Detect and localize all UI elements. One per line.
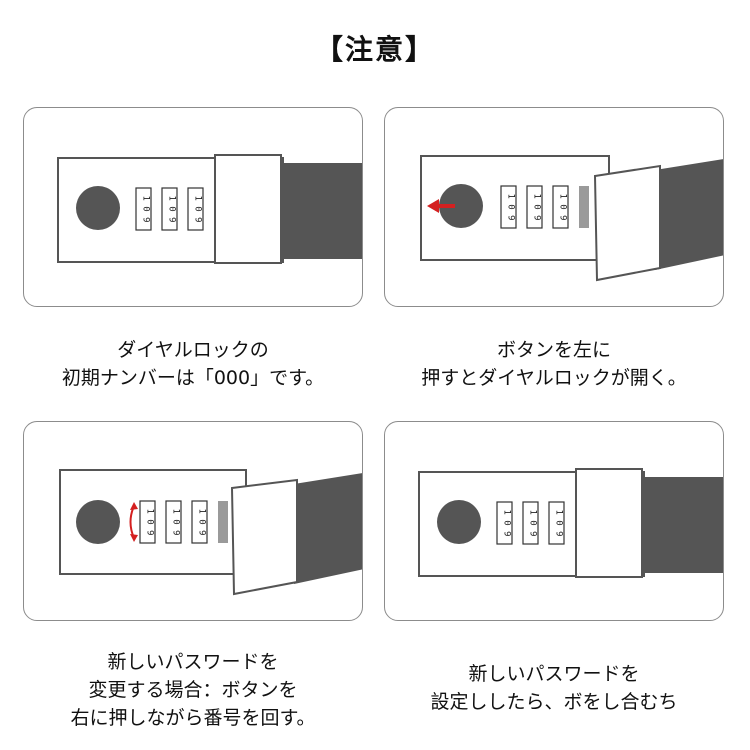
dial-2: 1 0 9 xyxy=(522,501,539,545)
release-button xyxy=(579,186,589,228)
svg-text:1 0 9: 1 0 9 xyxy=(167,195,177,222)
dial-1: 1 0 9 xyxy=(139,500,156,544)
dial-3: 1 0 9 xyxy=(552,185,569,229)
illustration-panel-closed-initial: 1 0 9 1 0 9 1 0 9 xyxy=(23,107,363,307)
svg-text:1 0 9: 1 0 9 xyxy=(506,193,516,220)
caption-line: 押すとダイヤルロックが開く。 xyxy=(421,367,687,389)
caption-line: 新しいパスワードを xyxy=(468,663,640,685)
latch-buckle xyxy=(575,468,643,578)
dial-1: 1 0 9 xyxy=(500,185,517,229)
caption-line: 設定ししたら、ボをし合むち xyxy=(430,691,678,713)
dial-3: 1 0 9 xyxy=(191,500,208,544)
dial-3: 1 0 9 xyxy=(548,501,565,545)
dial-2: 1 0 9 xyxy=(161,187,178,231)
caption-line: 初期ナンバーは「000」です。 xyxy=(61,367,325,389)
rotate-arrow-icon xyxy=(129,502,138,542)
svg-text:1 0 9: 1 0 9 xyxy=(197,508,207,535)
svg-text:1 0 9: 1 0 9 xyxy=(145,508,155,535)
lock-knob xyxy=(439,184,483,228)
lock-knob xyxy=(76,500,120,544)
strap xyxy=(294,473,362,584)
svg-text:1 0 9: 1 0 9 xyxy=(171,508,181,535)
caption-line: 変更する場合：ボタンを xyxy=(88,679,298,701)
caption-line: ダイヤルロックの xyxy=(117,339,269,361)
dial-1: 1 0 9 xyxy=(135,187,152,231)
caption-change-password: 新しいパスワードを 変更する場合：ボタンを 右に押しながら番号を回す。 xyxy=(23,648,363,732)
lock-knob xyxy=(76,186,120,230)
page-title: 【注意】 xyxy=(314,33,435,66)
latch-buckle xyxy=(593,164,661,282)
svg-text:1 0 9: 1 0 9 xyxy=(532,193,542,220)
svg-text:1 0 9: 1 0 9 xyxy=(502,509,512,536)
latch-buckle xyxy=(230,478,298,596)
caption-push-button: ボタンを左に 押すとダイヤルロックが開く。 xyxy=(384,336,724,392)
dial-1: 1 0 9 xyxy=(496,501,513,545)
svg-text:1 0 9: 1 0 9 xyxy=(528,509,538,536)
dial-2: 1 0 9 xyxy=(526,185,543,229)
caption-line: 右に押しながら番号を回す。 xyxy=(70,707,316,729)
svg-text:1 0 9: 1 0 9 xyxy=(554,509,564,536)
push-left-arrow xyxy=(427,199,455,213)
caption-initial-number: ダイヤルロックの 初期ナンバーは「000」です。 xyxy=(23,336,363,392)
svg-text:1 0 9: 1 0 9 xyxy=(558,193,568,220)
strap xyxy=(282,163,362,259)
svg-text:1 0 9: 1 0 9 xyxy=(141,195,151,222)
caption-set-password: 新しいパスワードを 設定ししたら、ボをし合むち xyxy=(384,660,724,716)
latch-buckle xyxy=(214,154,282,264)
illustration-panel-closed-set: 1 0 9 1 0 9 1 0 9 xyxy=(384,421,724,621)
illustration-panel-open-rotate: 1 0 9 1 0 9 1 0 9 xyxy=(23,421,363,621)
dial-3: 1 0 9 xyxy=(187,187,204,231)
illustration-panel-open-push: 1 0 9 1 0 9 1 0 9 xyxy=(384,107,724,307)
lock-knob xyxy=(437,500,481,544)
strap xyxy=(643,477,723,573)
release-button xyxy=(218,501,228,543)
caption-line: ボタンを左に xyxy=(496,339,611,361)
strap xyxy=(655,159,723,270)
svg-text:1 0 9: 1 0 9 xyxy=(193,195,203,222)
caption-line: 新しいパスワードを xyxy=(107,651,279,673)
dial-2: 1 0 9 xyxy=(165,500,182,544)
